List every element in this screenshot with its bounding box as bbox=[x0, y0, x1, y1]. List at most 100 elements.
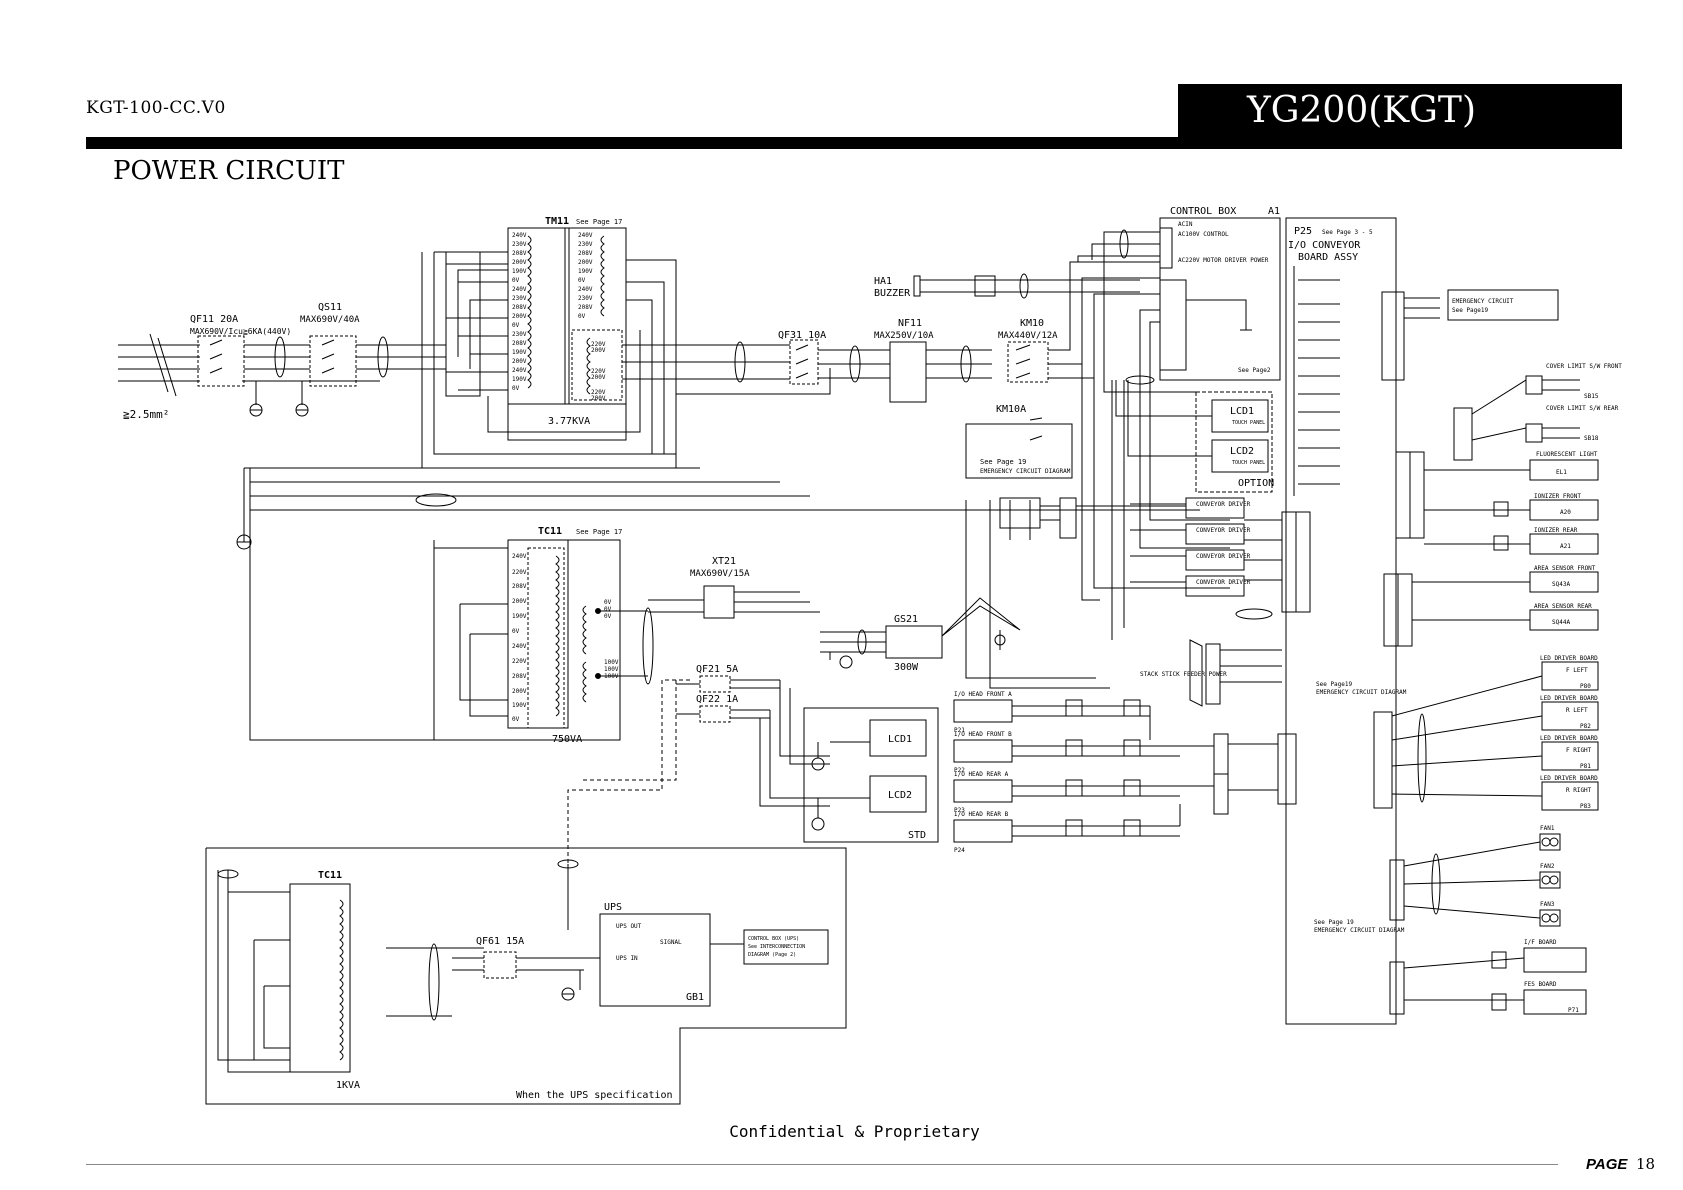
nf11-label: NF11 bbox=[898, 318, 922, 329]
io-head-front-a-label: I/O HEAD FRONT A bbox=[954, 691, 1012, 698]
tc11-ref: See Page 17 bbox=[576, 528, 622, 536]
emerg-diag-mid: EMERGENCY CIRCUIT DIAGRAM bbox=[1316, 689, 1407, 696]
conv-driver-2: CONVEYOR DRIVER bbox=[1196, 527, 1251, 534]
tm11-kva: 3.77KVA bbox=[548, 416, 590, 427]
ups-note: When the UPS specification bbox=[516, 1090, 673, 1101]
conv-driver-4: CONVEYOR DRIVER bbox=[1196, 579, 1251, 586]
cover-front-label: COVER LIMIT S/W FRONT bbox=[1546, 363, 1622, 370]
emerg-ref-bottom: See Page 19 bbox=[1314, 919, 1354, 926]
km10a-relay: KM10A See Page 19 EMERGENCY CIRCUIT DIAG… bbox=[965, 404, 1073, 479]
nf11-rating: MAX250V/10A bbox=[874, 331, 934, 341]
io-head-rear-b: I/O HEAD REAR B P24 bbox=[953, 811, 1180, 854]
svg-text:240V: 240V bbox=[512, 643, 527, 650]
qf31-label: QF31 10A bbox=[778, 330, 826, 341]
svg-text:190V: 190V bbox=[512, 613, 527, 620]
svg-text:0V: 0V bbox=[604, 613, 612, 620]
p24-label: P24 bbox=[954, 847, 965, 854]
p80-label: P80 bbox=[1580, 683, 1591, 690]
svg-text:0V: 0V bbox=[512, 277, 520, 284]
conveyor-drivers: CONVEYOR DRIVER CONVEYOR DRIVER CONVEYOR… bbox=[1130, 497, 1251, 597]
led-driver-2: LED DRIVER BOARD bbox=[1540, 695, 1598, 702]
fluorescent-label: FLUORESCENT LIGHT bbox=[1536, 451, 1598, 458]
control-box-a1: CONTROL BOX A1 ACIN AC100V CONTROL AC220… bbox=[1159, 206, 1281, 381]
qf31-breaker: QF31 10A bbox=[778, 330, 826, 385]
option-lcd2-touch: TOUCH PANEL bbox=[1232, 460, 1265, 466]
std-lcd2-label: LCD2 bbox=[888, 790, 912, 801]
ground-bus-left bbox=[236, 467, 1200, 550]
ups-out-label: UPS OUT bbox=[616, 923, 642, 930]
svg-text:0V: 0V bbox=[512, 322, 520, 329]
tm11-label: TM11 bbox=[545, 216, 569, 227]
document-code: KGT-100-CC.V0 bbox=[86, 98, 226, 118]
svg-text:200V: 200V bbox=[512, 313, 527, 320]
f-right-label: F RIGHT bbox=[1566, 747, 1592, 754]
conv-driver-3: CONVEYOR DRIVER bbox=[1196, 553, 1251, 560]
see-page19-a: See Page19 bbox=[1452, 307, 1489, 314]
qf21-qf22: QF21 5A QF22 1A bbox=[676, 664, 830, 807]
svg-text:0V: 0V bbox=[512, 385, 520, 392]
io-head-rear-a: I/O HEAD REAR A P23 bbox=[953, 771, 1180, 814]
fans: FAN1 FAN2 FAN3 bbox=[1389, 825, 1561, 927]
ctrl-box-ups: CONTROL BOX (UPS) bbox=[748, 936, 799, 942]
header-rule bbox=[86, 137, 1622, 149]
sb15-label: SB15 bbox=[1584, 393, 1599, 400]
gs21-psu: GS21 300W bbox=[820, 597, 1021, 673]
cover-limit-switches: COVER LIMIT S/W FRONT SB15 COVER LIMIT S… bbox=[1453, 363, 1622, 461]
area-rear-label: AREA SENSOR REAR bbox=[1534, 603, 1592, 610]
svg-text:0V: 0V bbox=[578, 277, 586, 284]
qs11-switch: QS11 MAX690V/40A bbox=[300, 302, 360, 387]
qf22-label: QF22 1A bbox=[696, 694, 738, 705]
io-head-connectors bbox=[1065, 699, 1297, 837]
svg-text:190V: 190V bbox=[578, 268, 593, 275]
sq43a-label: SQ43A bbox=[1552, 581, 1570, 588]
ionizer-front-label: IONIZER FRONT bbox=[1534, 493, 1581, 500]
control-wiring-trunk bbox=[965, 309, 1230, 689]
svg-text:190V: 190V bbox=[512, 702, 527, 709]
cover-rear-label: COVER LIMIT S/W REAR bbox=[1546, 405, 1619, 412]
led-driver-3: LED DRIVER BOARD bbox=[1540, 735, 1598, 742]
sq44a-label: SQ44A bbox=[1552, 619, 1570, 626]
svg-text:240V: 240V bbox=[578, 286, 593, 293]
gs21-label: GS21 bbox=[894, 614, 918, 625]
svg-text:0V: 0V bbox=[512, 628, 520, 635]
stack-feeder: STACK STICK FEEDER POWER bbox=[1140, 639, 1282, 707]
emergency-ref-bottom: See Page 19 EMERGENCY CIRCUIT DIAGRAM Se… bbox=[1314, 681, 1407, 934]
footer-rule bbox=[86, 1164, 1558, 1165]
emerg-diag-km10a: EMERGENCY CIRCUIT DIAGRAM bbox=[980, 468, 1071, 475]
see-page19-b: See Page19 bbox=[1316, 681, 1353, 688]
xt21-label: XT21 bbox=[712, 556, 736, 567]
ups-label: UPS bbox=[604, 902, 622, 913]
option-lcd1-touch: TOUCH PANEL bbox=[1232, 420, 1265, 426]
p23-label: P23 bbox=[954, 807, 965, 814]
tm11-ref: See Page 17 bbox=[576, 218, 622, 226]
option-label: OPTION bbox=[1238, 478, 1274, 489]
page-number: 18 bbox=[1636, 1155, 1656, 1173]
area-front-label: AREA SENSOR FRONT bbox=[1534, 565, 1596, 572]
tc11-ups-kva: 1KVA bbox=[336, 1080, 360, 1091]
fan1-label: FAN1 bbox=[1540, 825, 1555, 832]
option-lcd2-label: LCD2 bbox=[1230, 446, 1254, 457]
qf11-label: QF11 20A bbox=[190, 314, 238, 325]
mains-input-lines bbox=[118, 333, 200, 397]
led-driver-boards: LED DRIVER BOARD F LEFT P80 LED DRIVER B… bbox=[1373, 655, 1599, 811]
ionizer-rear-label: IONIZER REAR bbox=[1534, 527, 1578, 534]
fluorescent-light: FLUORESCENT LIGHT EL1 bbox=[1395, 451, 1599, 539]
svg-text:220V: 220V bbox=[591, 341, 606, 348]
qf11-rating: MAX690V/Icu≧6KA(440V) bbox=[190, 327, 291, 336]
confidential-footer: Confidential & Proprietary bbox=[0, 1122, 1683, 1141]
svg-text:200V: 200V bbox=[512, 598, 527, 605]
svg-text:220V: 220V bbox=[591, 389, 606, 396]
ground-symbols-left bbox=[242, 380, 380, 417]
tm11-wiring bbox=[421, 251, 677, 469]
p25-ref: See Page 3 - 5 bbox=[1322, 229, 1373, 236]
svg-text:208V: 208V bbox=[578, 304, 593, 311]
gb1-label: GB1 bbox=[686, 992, 704, 1003]
ionizers: IONIZER FRONT A20 IONIZER REAR A21 bbox=[1424, 493, 1599, 555]
svg-text:220V: 220V bbox=[512, 658, 527, 665]
buzzer-ha1: HA1 BUZZER bbox=[874, 273, 1140, 299]
ac-motor-label: AC220V MOTOR DRIVER POWER bbox=[1178, 257, 1269, 264]
km10-label: KM10 bbox=[1020, 318, 1044, 329]
tc11-label: TC11 bbox=[538, 526, 562, 537]
io-head-front-a: I/O HEAD FRONT A P21 bbox=[953, 691, 1150, 734]
